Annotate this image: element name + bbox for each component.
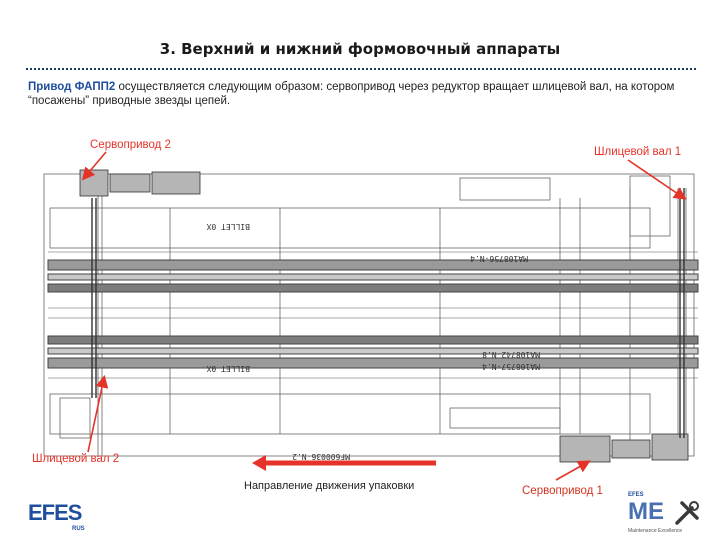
drawing-label-part-upper: MA108756-N.4 [470, 254, 528, 263]
slide-title: 3. Верхний и нижний формовочный аппараты [159, 40, 561, 58]
efes-logo: EFES RUS [28, 500, 85, 532]
me-logo-text: ME [628, 498, 664, 525]
efes-logo-sub: RUS [72, 526, 85, 532]
label-servo1: Сервопривод 1 [522, 485, 603, 497]
label-servo2: Сервопривод 2 [90, 139, 171, 151]
direction-arrow-head [252, 455, 266, 471]
arrow-servo1 [555, 460, 591, 481]
arrow-shaft1 [627, 159, 687, 200]
me-logo-sub: Maintenance Excellence [628, 528, 683, 534]
tools-icon [675, 501, 699, 525]
efes-logo-text: EFES [28, 500, 82, 525]
description-text: осуществляется следующим образом: сервоп… [28, 81, 675, 107]
label-shaft1: Шлицевой вал 1 [594, 146, 682, 158]
drawing-label-billet-bottom: BILLET 0X [206, 364, 250, 373]
drawing-label-billet-top: BILLET 0X [206, 222, 250, 231]
description-highlight: Привод ФАПП2 [28, 81, 116, 93]
drawing-label-part-lower-b: MA108757-N.4 [482, 362, 540, 371]
conveyor-drawing: BILLET 0X BILLET 0X MA108756-N.4 MA10874… [43, 169, 699, 463]
description: Привод ФАПП2 осуществляется следующим об… [28, 80, 698, 108]
arrow-servo2 [81, 151, 107, 181]
drawing-label-part-lower-a: MA108742-N.8 [482, 350, 540, 359]
label-shaft2: Шлицевой вал 2 [32, 453, 120, 465]
title-divider [26, 68, 696, 70]
arrow-shaft2 [87, 374, 109, 453]
me-logo-top: EFES [628, 492, 644, 498]
label-direction: Направление движения упаковки [244, 480, 415, 492]
drawing-label-part-bottom: MF600036-N.2 [292, 452, 350, 461]
me-logo: EFES ME Maintenance Excellence [628, 492, 708, 536]
